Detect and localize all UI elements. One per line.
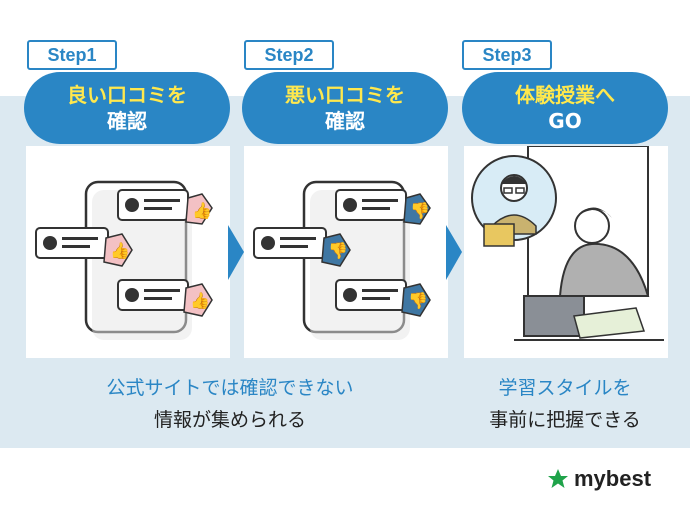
- step1-title-line2: 確認: [107, 109, 147, 133]
- star-icon: [548, 469, 568, 488]
- left-caption-line2: 情報が集められる: [153, 409, 306, 431]
- mybest-logo: mybest: [546, 466, 651, 492]
- svg-text:👍: 👍: [110, 241, 130, 260]
- svg-text:👎: 👎: [328, 241, 348, 260]
- right-caption-line1: 学習スタイルを: [498, 377, 632, 399]
- review-bubble-1: 👍: [117, 189, 213, 225]
- arrow-right-icon: [228, 225, 244, 280]
- right-caption: 学習スタイルを 事前に把握できる: [462, 372, 668, 436]
- step2-title-line2: 確認: [325, 109, 365, 133]
- step3-title-line1: 体験授業へ: [515, 83, 615, 107]
- svg-text:👍: 👍: [192, 201, 212, 220]
- svg-text:👎: 👎: [410, 201, 430, 220]
- step2-tag: Step2: [244, 40, 334, 70]
- step2-card: 👎 👎 👎: [244, 146, 448, 358]
- review-bubble-2: 👎: [253, 227, 351, 267]
- review-bubble-3: 👎: [335, 279, 431, 317]
- trial-lesson-illustration: [471, 145, 664, 341]
- step3-tag: Step3: [462, 40, 552, 70]
- step1-title: 良い口コミを 確認: [24, 72, 230, 144]
- svg-text:👎: 👎: [408, 291, 428, 310]
- arrow-right-icon: [446, 225, 462, 280]
- left-caption-line1: 公式サイトでは確認できない: [106, 377, 354, 399]
- step2-title-line1: 悪い口コミを: [285, 83, 405, 107]
- review-bubble-3: 👍: [117, 279, 213, 317]
- step1-tag: Step1: [27, 40, 117, 70]
- step3-title-line2: GO: [548, 109, 582, 133]
- step2-title: 悪い口コミを 確認: [242, 72, 448, 144]
- bad-reviews-illustration: 👎 👎 👎: [253, 180, 431, 340]
- svg-text:👍: 👍: [190, 291, 210, 310]
- step1-title-line1: 良い口コミを: [67, 83, 187, 107]
- review-bubble-1: 👎: [335, 189, 431, 225]
- step1-card: 👍 👍 👍: [26, 146, 230, 358]
- good-reviews-illustration: 👍 👍 👍: [35, 180, 213, 340]
- review-bubble-2: 👍: [35, 227, 133, 267]
- step3-title: 体験授業へ GO: [462, 72, 668, 144]
- logo-text: mybest: [574, 466, 652, 491]
- step3-card: [464, 145, 668, 358]
- left-caption: 公式サイトでは確認できない 情報が集められる: [44, 372, 416, 436]
- right-caption-line2: 事前に把握できる: [489, 409, 641, 431]
